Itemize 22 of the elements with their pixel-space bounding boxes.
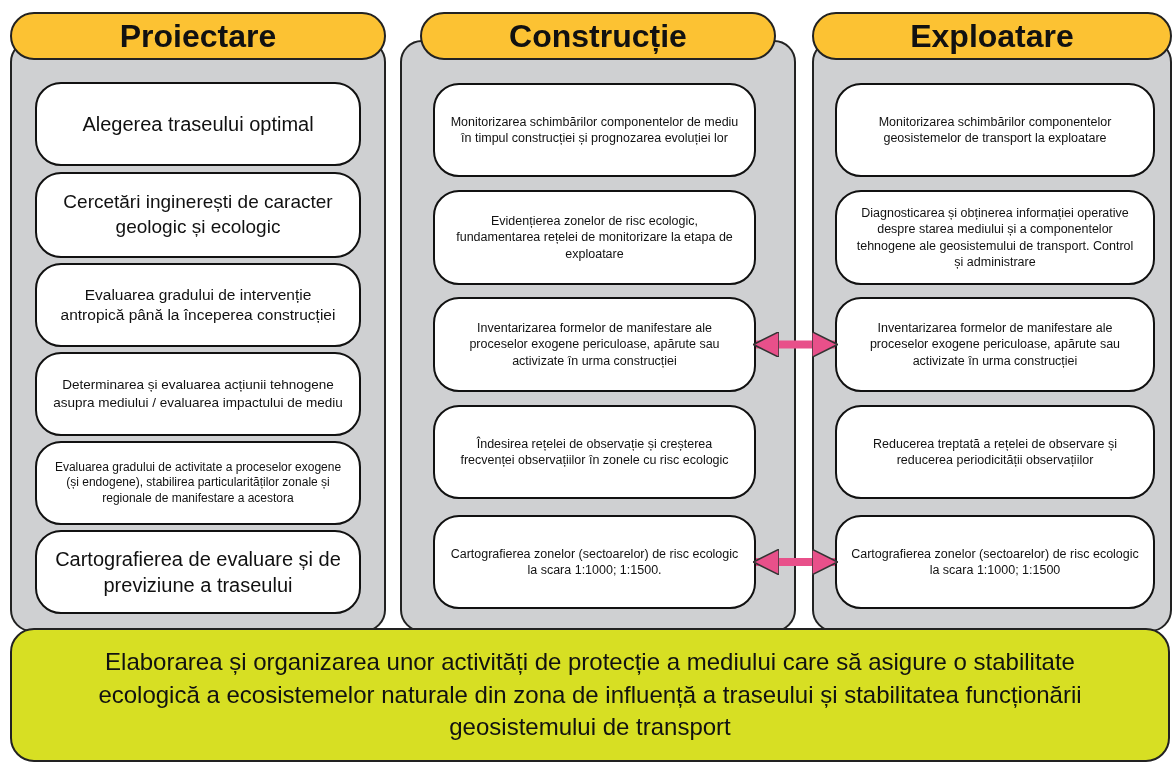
step-box: Evaluarea gradului de activitate a proceselor exogene (și endogene), stabilirea particularităților zonale și regionale de manifestare a acestora xyxy=(35,441,361,525)
step-box: Inventarizarea formelor de manifestare ale proceselor exogene periculoase, apărute sau activizate în urma construcției xyxy=(433,297,756,392)
step-box: Reducerea treptată a rețelei de observare și reducerea periodicității observațiilor xyxy=(835,405,1155,499)
step-box: Îndesirea rețelei de observație și creșterea frecvenței observațiilor în zonele cu risc ecologic xyxy=(433,405,756,499)
step-box: Cartografierea de evaluare și de previziune a traseului xyxy=(35,530,361,614)
step-box: Inventarizarea formelor de manifestare ale proceselor exogene periculoase, apărute sau activizate în urma construcției xyxy=(835,297,1155,392)
double-arrow xyxy=(752,330,839,359)
step-box: Evidențierea zonelor de risc ecologic, fundamentarea rețelei de monitorizare la etapa de exploatare xyxy=(433,190,756,285)
column-heading: Exploatare xyxy=(812,12,1172,60)
step-box: Cartografierea zonelor (sectoarelor) de risc ecologic la scara 1:1000; 1:1500 xyxy=(835,515,1155,609)
step-box: Cartografierea zonelor (sectoarelor) de risc ecologic la scara 1:1000; 1:1500. xyxy=(433,515,756,609)
column-heading: Construcție xyxy=(420,12,776,60)
step-box: Evaluarea gradului de intervenție antropică până la începerea construcției xyxy=(35,263,361,347)
step-box: Monitorizarea schimbărilor componentelor geosistemelor de transport la exploatare xyxy=(835,83,1155,177)
column-heading: Proiectare xyxy=(10,12,386,60)
step-box: Diagnosticarea și obținerea informației operative despre starea mediului și a componentelor tehnogene ale geosistemului de transport. Control și administrare xyxy=(835,190,1155,285)
step-box: Alegerea traseului optimal xyxy=(35,82,361,166)
double-arrow xyxy=(752,548,839,576)
step-box: Determinarea și evaluarea acțiunii tehnogene asupra mediului / evaluarea impactului de mediu xyxy=(35,352,361,436)
step-box: Cercetări inginerești de caracter geologic și ecologic xyxy=(35,172,361,258)
step-box: Monitorizarea schimbărilor componentelor de mediu în timpul construcției și prognozarea evoluției lor xyxy=(433,83,756,177)
goal-banner: Elaborarea și organizarea unor activități de protecție a mediului care să asigure o stabilitate ecologică a ecosistemelor naturale din zona de influență a traseului și stabilitatea funcționării geosistemului de transport xyxy=(10,628,1170,762)
